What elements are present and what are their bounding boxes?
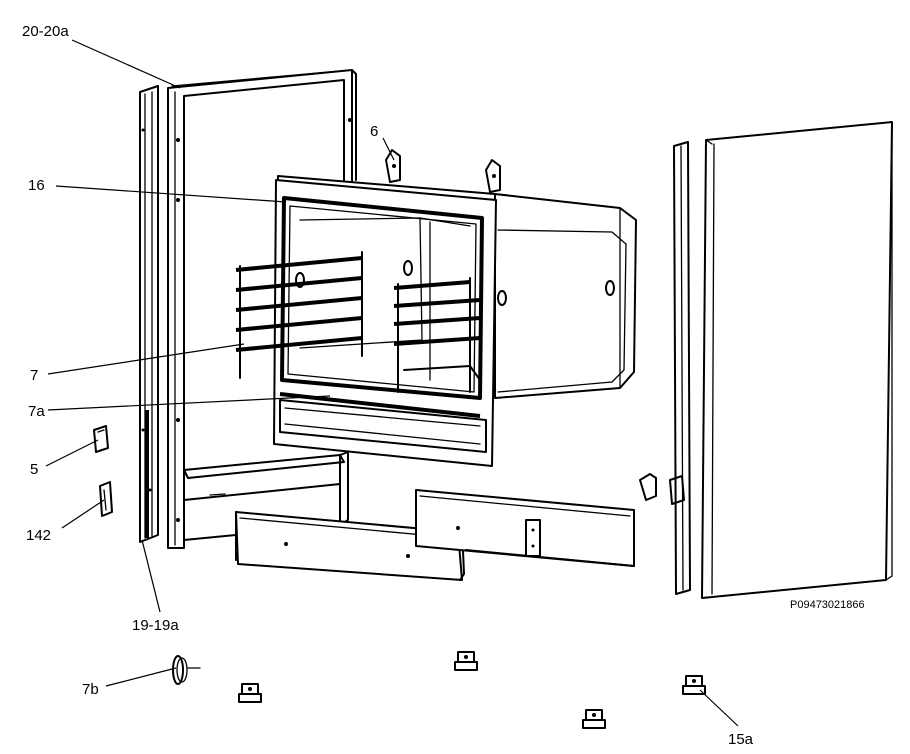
right-side-panels (669, 121, 893, 599)
callout-labels: 20-20a 6 16 7 7a 5 142 19-19a 7b 15a P09… (22, 23, 865, 748)
bracket-parts (385, 149, 501, 193)
leader-lines (45, 39, 739, 727)
label-16: 16 (28, 177, 45, 194)
label-5: 5 (30, 461, 38, 478)
label-7b: 7b (82, 681, 99, 698)
oven-cavity (273, 175, 637, 467)
label-15a: 15a (728, 731, 754, 748)
top-frame (167, 69, 357, 549)
label-142: 142 (26, 527, 51, 544)
label-20-20a: 20-20a (22, 23, 69, 40)
wheel-part (172, 655, 201, 685)
oven-racks (235, 251, 481, 393)
feet-parts (238, 651, 706, 729)
reference-code: P09473021866 (790, 599, 865, 611)
label-19-19a: 19-19a (132, 617, 179, 634)
small-clips (93, 425, 113, 517)
label-7: 7 (30, 367, 38, 384)
label-6: 6 (370, 123, 378, 140)
left-front-panel (139, 85, 159, 543)
kick-panels (235, 473, 657, 581)
label-7a: 7a (28, 403, 45, 420)
